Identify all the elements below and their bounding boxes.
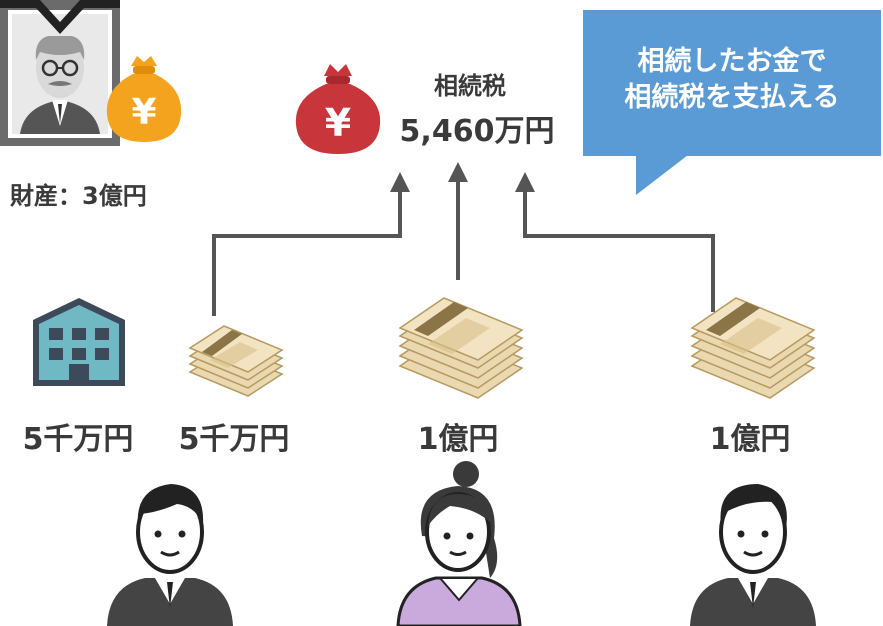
callout-tail <box>636 155 688 195</box>
tax-bag-icon: ¥ <box>295 64 381 154</box>
yen-symbol: ¥ <box>131 92 156 133</box>
yen-bag-icon: ¥ <box>106 56 182 142</box>
man-icon <box>107 484 233 626</box>
callout-line-1: 相続したお金で <box>637 46 827 77</box>
woman-icon <box>396 461 522 626</box>
cash-stack-icon-small <box>188 325 284 397</box>
callout-text: 相続したお金で 相続税を支払える <box>583 44 881 116</box>
callout-bubble <box>583 10 881 156</box>
cash-right-value-label: 1億円 <box>709 422 791 457</box>
arrow-left-head <box>390 172 410 192</box>
man-icon-right <box>690 484 816 626</box>
arrow-left-path <box>212 190 402 316</box>
cash-center-value-label: 1億円 <box>417 422 499 457</box>
tax-amount: 5,460万円 <box>399 114 555 149</box>
callout-line-2: 相続税を支払える <box>624 82 840 113</box>
tax-yen-symbol: ¥ <box>325 101 351 145</box>
building-icon <box>33 298 125 386</box>
arrow-center-head <box>448 162 468 182</box>
tax-title: 相続税 <box>434 72 506 100</box>
cash-stack-icon-right <box>690 297 816 399</box>
cash-small-value-label: 5千万円 <box>178 422 290 457</box>
arrow-right-path <box>523 190 715 312</box>
deceased-portrait-icon <box>0 0 120 146</box>
cash-stack-icon-center <box>398 297 524 399</box>
building-value-label: 5千万円 <box>22 422 134 457</box>
deceased-asset-label: 財産：3億円 <box>10 182 147 210</box>
arrow-right-head <box>515 172 535 192</box>
